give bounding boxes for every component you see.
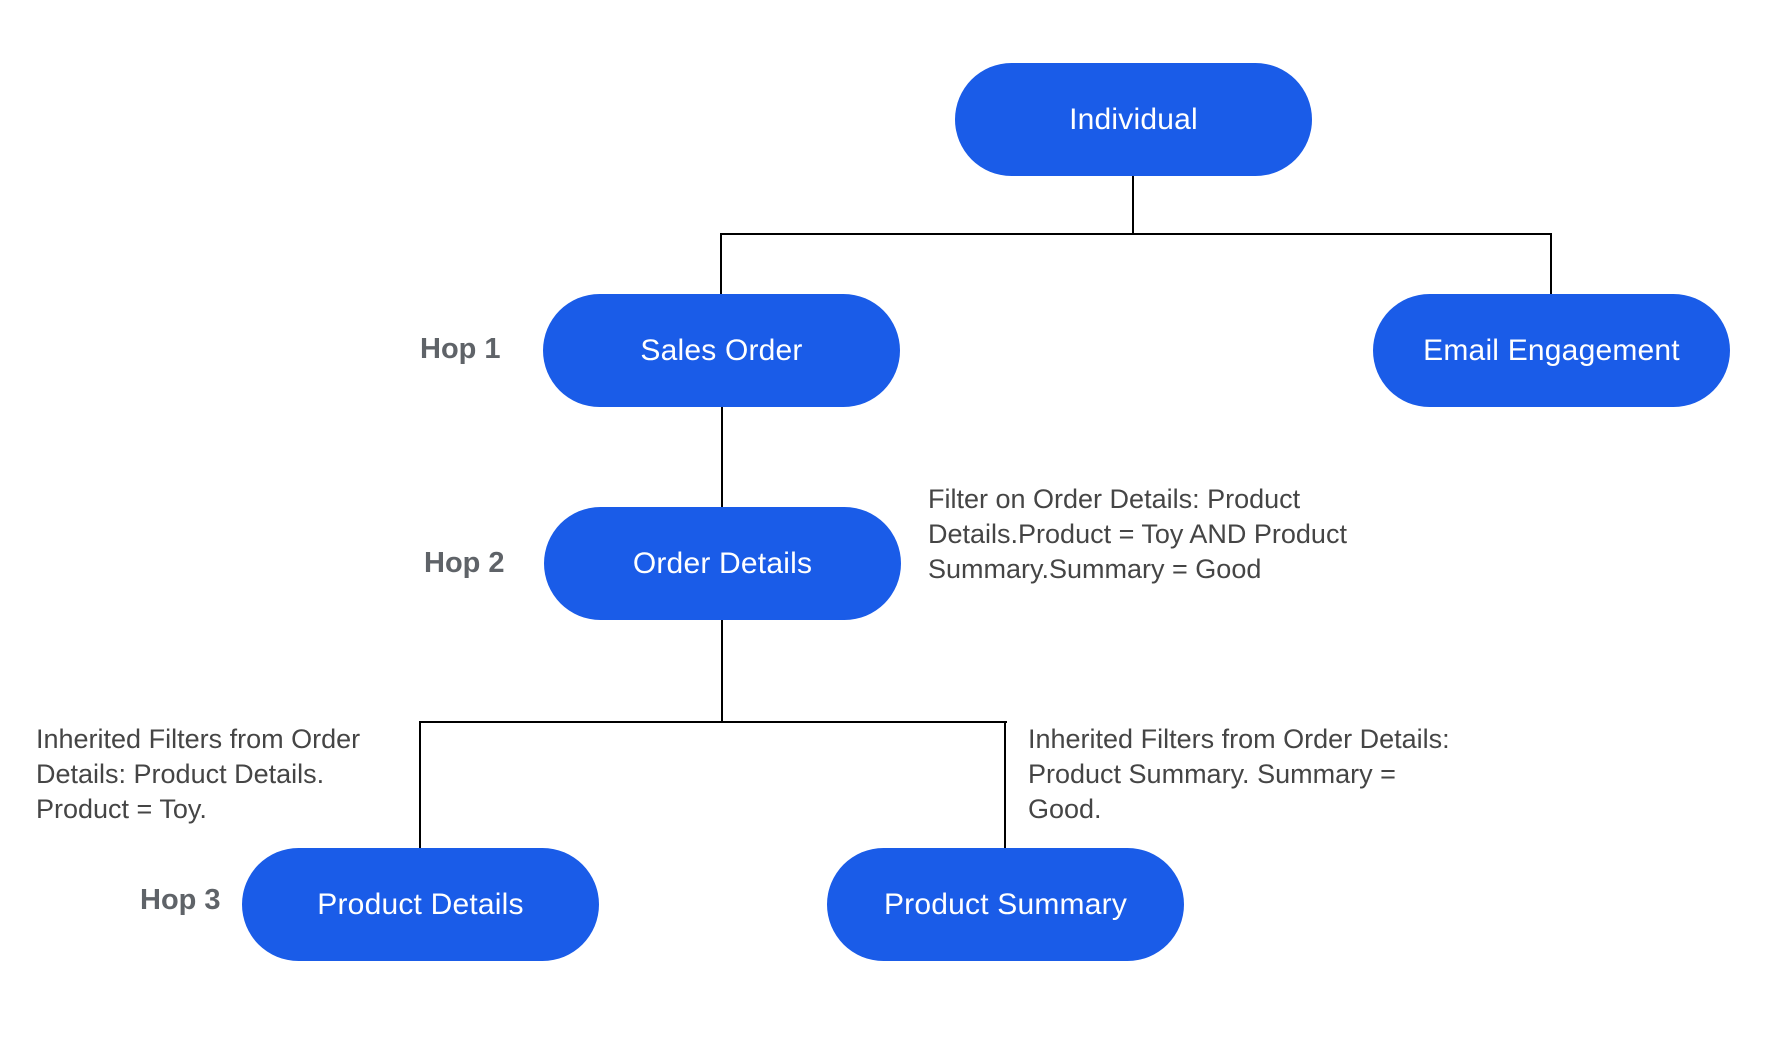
node-product-summary: Product Summary [827, 848, 1184, 961]
connector-drop-sales-order [720, 234, 722, 294]
connector-sales-order-to-order-details [721, 407, 723, 507]
annotation-product-summary-inherited-filter: Inherited Filters from Order Details: Pr… [1028, 724, 1450, 824]
connector-individual-down [1132, 176, 1134, 234]
node-email-engagement: Email Engagement [1373, 294, 1730, 407]
connector-order-details-down [721, 620, 723, 722]
annotation-order-details-filter: Filter on Order Details: Product Details… [928, 484, 1347, 584]
hop-2-label: Hop 2 [424, 547, 505, 579]
connector-hop1-horizontal [720, 233, 1552, 235]
connector-drop-product-details [419, 722, 421, 848]
connector-hop3-horizontal [419, 721, 1007, 723]
annotation-product-details-inherited-filter: Inherited Filters from Order Details: Pr… [36, 724, 361, 824]
hop-3-label: Hop 3 [140, 884, 221, 916]
node-product-details: Product Details [242, 848, 599, 961]
hop-1-label: Hop 1 [420, 333, 501, 365]
connector-drop-email-engagement [1550, 234, 1552, 294]
node-sales-order: Sales Order [543, 294, 900, 407]
connector-drop-product-summary [1004, 722, 1006, 848]
node-order-details: Order Details [544, 507, 901, 620]
node-individual: Individual [955, 63, 1312, 176]
